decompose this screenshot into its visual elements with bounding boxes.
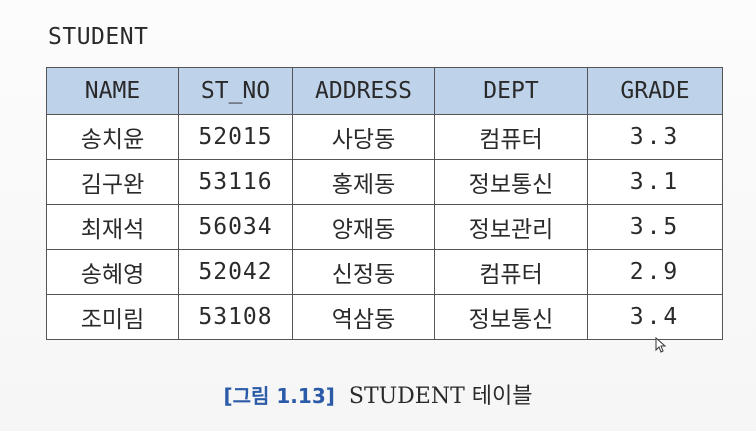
cell-address: 사당동 bbox=[292, 114, 435, 160]
cell-address: 역삼동 bbox=[292, 294, 435, 340]
table-row: 송혜영 52042 신정동 컴퓨터 2.9 bbox=[46, 249, 723, 295]
table-row: 송치윤 52015 사당동 컴퓨터 3.3 bbox=[46, 114, 723, 160]
table-title: STUDENT bbox=[48, 24, 149, 50]
cell-grade: 3.4 bbox=[587, 294, 723, 340]
cell-name: 김구완 bbox=[46, 159, 179, 205]
cell-grade: 2.9 bbox=[587, 249, 723, 295]
column-header-grade: GRADE bbox=[587, 67, 723, 115]
table-row: 조미림 53108 역삼동 정보통신 3.4 bbox=[46, 294, 723, 340]
cell-address: 홍제동 bbox=[292, 159, 435, 205]
mouse-pointer-icon bbox=[655, 337, 667, 353]
cell-dept: 컴퓨터 bbox=[434, 249, 588, 295]
column-header-dept: DEPT bbox=[434, 67, 588, 115]
cell-grade: 3.3 bbox=[587, 114, 723, 160]
cell-name: 최재석 bbox=[46, 204, 179, 250]
cell-grade: 3.1 bbox=[587, 159, 723, 205]
cell-dept: 정보통신 bbox=[434, 294, 588, 340]
cell-st-no: 53116 bbox=[178, 159, 293, 205]
cell-st-no: 53108 bbox=[178, 294, 293, 340]
table-row: 최재석 56034 양재동 정보관리 3.5 bbox=[46, 204, 723, 250]
cell-grade: 3.5 bbox=[587, 204, 723, 250]
student-table: NAME ST_NO ADDRESS DEPT GRADE 송치윤 52015 … bbox=[46, 67, 723, 340]
figure-number: [그림 1.13] bbox=[223, 384, 335, 408]
cell-address: 신정동 bbox=[292, 249, 435, 295]
cell-dept: 컴퓨터 bbox=[434, 114, 588, 160]
cell-dept: 정보통신 bbox=[434, 159, 588, 205]
column-header-address: ADDRESS bbox=[292, 67, 435, 115]
cell-st-no: 52042 bbox=[178, 249, 293, 295]
cell-name: 조미림 bbox=[46, 294, 179, 340]
cell-st-no: 52015 bbox=[178, 114, 293, 160]
cell-st-no: 56034 bbox=[178, 204, 293, 250]
column-header-name: NAME bbox=[46, 67, 179, 115]
figure-caption-text: STUDENT 테이블 bbox=[348, 384, 533, 409]
cell-name: 송혜영 bbox=[46, 249, 179, 295]
header-row: NAME ST_NO ADDRESS DEPT GRADE bbox=[46, 67, 723, 115]
column-header-st-no: ST_NO bbox=[178, 67, 293, 115]
figure-caption: [그림 1.13] STUDENT 테이블 bbox=[0, 378, 756, 410]
table-row: 김구완 53116 홍제동 정보통신 3.1 bbox=[46, 159, 723, 205]
cell-dept: 정보관리 bbox=[434, 204, 588, 250]
cell-address: 양재동 bbox=[292, 204, 435, 250]
cell-name: 송치윤 bbox=[46, 114, 179, 160]
